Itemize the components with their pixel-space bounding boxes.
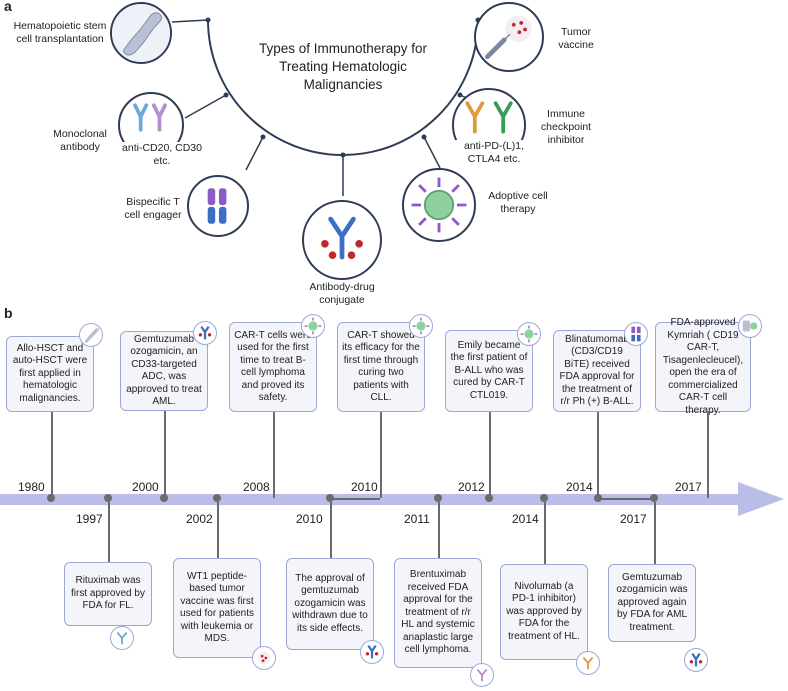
adc-icon <box>302 200 382 280</box>
timeline-dot <box>485 494 493 502</box>
timeline-dot <box>326 494 334 502</box>
timeline-arrow <box>0 482 784 516</box>
bite-label: Bispecific T cell engager <box>124 196 182 221</box>
event-stem <box>489 412 491 498</box>
event-year: 2002 <box>186 512 213 526</box>
event-text: Brentuximab received FDA approval for th… <box>401 569 475 656</box>
event-stem <box>330 502 332 558</box>
event-year: 2008 <box>243 480 270 494</box>
event-stem <box>108 502 110 562</box>
event-year: 2014 <box>566 480 593 494</box>
car-t-icon <box>738 314 762 338</box>
bone-icon <box>79 323 103 347</box>
adoptive-label: Adoptive cell therapy <box>488 190 548 215</box>
checkpoint-sublabel: anti-PD-(L)1, CTLA4 etc. <box>454 140 534 166</box>
event-box-2017: FDA-approved Kymriah ( CD19 CAR-T, Tisag… <box>655 317 751 416</box>
vaccine-icon <box>252 646 276 670</box>
event-text: Nivolumab (a PD-1 inhibitor) was approve… <box>506 580 582 642</box>
monoclonal-label: Monoclonal antibody <box>53 128 107 153</box>
event-year: 2010 <box>296 512 323 526</box>
event-year: 2017 <box>620 512 647 526</box>
event-box-2010: CAR-T showed its efficacy for the first … <box>337 322 425 412</box>
hsct-label: Hematopoietic stem cell transplantation <box>13 20 107 45</box>
event-text: CAR-T cells were used for the first time… <box>234 329 312 404</box>
event-box-2014: Blinatumomab (CD3/CD19 BiTE) received FD… <box>553 330 641 412</box>
event-box-2011: Brentuximab received FDA approval for th… <box>394 558 482 668</box>
timeline-dot <box>594 494 602 502</box>
event-year: 2014 <box>512 512 539 526</box>
syringe-icon <box>474 2 544 72</box>
event-year: 2011 <box>404 512 430 526</box>
timeline-dot <box>104 494 112 502</box>
event-year: 2010 <box>351 480 378 494</box>
event-box-2000: Gemtuzumab ozogamicin, an CD33-targeted … <box>120 331 208 411</box>
antibody-icon <box>470 663 494 687</box>
checkpoint-label: Immune checkpoint inhibitor <box>540 108 592 146</box>
event-text: Blinatumomab (CD3/CD19 BiTE) received FD… <box>559 333 635 408</box>
timeline-dot <box>47 494 55 502</box>
event-box-2008: CAR-T cells were used for the first time… <box>229 322 317 412</box>
event-box-2017-reapproval: Gemtuzumab ozogamicin was approved again… <box>608 564 696 642</box>
event-box-2014-nivolumab: Nivolumab (a PD-1 inhibitor) was approve… <box>500 564 588 660</box>
panel-b-label: b <box>4 305 13 321</box>
connector-2014-2017 <box>599 498 654 500</box>
antibody-icon <box>110 626 134 650</box>
adc-icon <box>684 648 708 672</box>
timeline-dot <box>434 494 442 502</box>
adc-icon <box>193 321 217 345</box>
checkpoint-antibody-icon <box>576 651 600 675</box>
event-box-1997: Rituximab was first approved by FDA for … <box>64 562 152 626</box>
bone-icon <box>110 2 172 64</box>
event-text: Emily became the first patient of B-ALL … <box>450 339 528 401</box>
event-stem <box>654 502 656 564</box>
event-year: 2000 <box>132 480 159 494</box>
diagram-title: Types of Immunotherapy for Treating Hema… <box>258 41 428 92</box>
event-box-1980: Allo-HSCT and auto-HSCT were first appli… <box>6 336 94 412</box>
event-box-2002: WT1 peptide-based tumor vaccine was firs… <box>173 558 261 658</box>
vaccine-label: Tumor vaccine <box>558 26 594 51</box>
monoclonal-sublabel: anti-CD20, CD30 etc. <box>122 142 202 168</box>
event-text: Allo-HSCT and auto-HSCT were first appli… <box>12 342 88 404</box>
bispecific-icon <box>187 175 249 237</box>
event-stem <box>438 502 440 558</box>
event-year: 2017 <box>675 480 702 494</box>
event-box-2012: Emily became the first patient of B-ALL … <box>445 330 533 412</box>
event-text: WT1 peptide-based tumor vaccine was firs… <box>180 570 254 645</box>
cell-icon <box>402 168 476 242</box>
arc-connector <box>171 17 507 196</box>
connector-2008-2010 <box>330 498 380 500</box>
event-stem <box>273 412 275 498</box>
event-text: FDA-approved Kymriah ( CD19 CAR-T, Tisag… <box>662 317 744 416</box>
event-stem <box>597 412 599 498</box>
event-text: The approval of gemtuzumab ozogamicin wa… <box>292 572 368 634</box>
event-stem <box>164 411 166 498</box>
event-year: 1997 <box>76 512 103 526</box>
adc-icon <box>360 640 384 664</box>
timeline-dot <box>160 494 168 502</box>
event-year: 1980 <box>18 480 45 494</box>
event-text: CAR-T showed its efficacy for the first … <box>342 329 420 404</box>
timeline-dot <box>213 494 221 502</box>
panel-a-label: a <box>4 0 12 14</box>
bispecific-icon <box>624 322 648 346</box>
cell-icon <box>517 322 541 346</box>
timeline-dot <box>650 494 658 502</box>
event-text: Gemtuzumab ozogamicin was approved again… <box>616 571 688 633</box>
event-stem <box>707 412 709 498</box>
event-stem <box>380 412 382 498</box>
event-stem <box>217 502 219 558</box>
event-stem <box>51 412 53 498</box>
event-box-2010-withdrawn: The approval of gemtuzumab ozogamicin wa… <box>286 558 374 650</box>
event-text: Gemtuzumab ozogamicin, an CD33-targeted … <box>126 333 202 408</box>
event-text: Rituximab was first approved by FDA for … <box>71 575 145 612</box>
adc-label: Antibody-drug conjugate <box>309 281 375 306</box>
event-year: 2012 <box>458 480 485 494</box>
cell-icon <box>409 314 433 338</box>
event-stem <box>544 502 546 564</box>
cell-icon <box>301 314 325 338</box>
timeline-dot <box>540 494 548 502</box>
